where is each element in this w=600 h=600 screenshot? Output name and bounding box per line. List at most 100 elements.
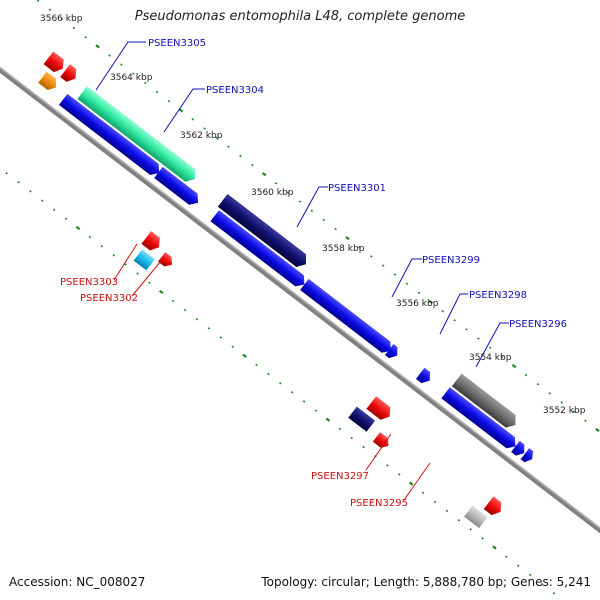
gene-labels-bottom: PSEEN3303 PSEEN3302 PSEEN3297 PSEEN3295 — [60, 277, 408, 509]
gene-arrow-blue-small — [520, 448, 534, 463]
tick-dot — [239, 154, 242, 158]
gene-arrow-navy — [217, 193, 307, 267]
tick-label: 3560 kbp — [251, 188, 294, 198]
gene-arrow-blue-small — [384, 344, 398, 359]
tick-dot — [477, 337, 480, 340]
tick-dot — [433, 500, 437, 504]
leader-pseen3296 — [475, 322, 509, 368]
tick-dot — [171, 299, 175, 303]
tick-dot — [334, 227, 337, 231]
gene-label-pseen3295: PSEEN3295 — [350, 498, 408, 509]
tick-dot — [453, 319, 456, 322]
tick-dot — [528, 573, 532, 577]
tick-dot — [584, 419, 587, 423]
gene-label-pseen3299: PSEEN3299 — [422, 255, 480, 266]
leader-pseen3304 — [163, 88, 205, 133]
leader-pseen3298 — [439, 293, 468, 335]
tick-dot — [314, 409, 318, 412]
tick-label: 3562 kbp — [180, 131, 223, 141]
gene-arrow-blue — [441, 387, 516, 449]
tick-dot — [469, 528, 472, 531]
tick-dot — [560, 401, 563, 404]
tick-dot — [231, 345, 234, 348]
tick-dot — [136, 272, 139, 275]
tick-dot — [500, 355, 504, 359]
gene-label-pseen3304: PSEEN3304 — [206, 85, 264, 96]
gene-label-pseen3296: PSEEN3296 — [509, 319, 567, 330]
tick-dot — [100, 244, 104, 248]
gene-arrow-blue-small — [415, 367, 431, 384]
tick-dot — [524, 373, 528, 377]
gene-label-pseen3305: PSEEN3305 — [148, 38, 206, 49]
tick-dot — [274, 182, 278, 185]
tick-dot — [279, 381, 282, 385]
gene-label-pseen3298: PSEEN3298 — [469, 290, 527, 301]
tick-dot — [290, 391, 294, 394]
tick-dot — [215, 136, 218, 139]
tick-dot — [261, 172, 267, 177]
tick-dot — [88, 235, 92, 239]
tick-dot — [548, 392, 552, 395]
tick-dot — [457, 518, 461, 522]
tick-dot — [370, 255, 373, 258]
tick-dot — [398, 473, 401, 476]
genome-backbone-highlight — [0, 30, 600, 568]
leader-pseen3295 — [403, 462, 431, 501]
tick-label: 3564 kbp — [110, 73, 153, 83]
tick-dot — [183, 308, 187, 312]
tick-dot — [195, 318, 199, 321]
tick-dot — [338, 427, 342, 431]
gene-arrow-red — [483, 496, 502, 516]
tick-dot — [505, 555, 508, 558]
tick-dot — [203, 127, 207, 130]
tick-dot — [64, 217, 68, 221]
tick-dot — [362, 445, 365, 449]
top-label-leaders — [95, 41, 509, 368]
tick-dot — [191, 118, 195, 121]
tick-dot — [298, 200, 302, 203]
tick-label: 3552 kbp — [543, 406, 586, 416]
gene-arrow-blue — [58, 93, 160, 175]
tick-dot — [29, 190, 32, 193]
tick-dot — [5, 171, 8, 175]
tick-dot — [286, 191, 290, 194]
tick-dot — [60, 17, 64, 21]
tick-dot — [207, 327, 211, 330]
tick-dot — [148, 281, 151, 285]
tick-dot — [302, 400, 306, 403]
tick-dot — [227, 145, 230, 149]
tick-dot — [310, 209, 314, 212]
leader-pseen3297 — [365, 433, 392, 471]
tick-dot — [41, 199, 44, 202]
tick-dot — [492, 545, 497, 550]
tick-dot — [465, 328, 468, 331]
tick-dot — [124, 263, 127, 266]
tick-dot — [143, 81, 147, 85]
tick-dot — [75, 225, 81, 231]
leader-pseen3301 — [296, 186, 328, 228]
tick-dot — [421, 491, 425, 495]
accession-text: Accession: NC_008027 — [9, 575, 146, 589]
gene-arrow-red — [372, 432, 389, 448]
tick-dot — [381, 264, 385, 267]
tick-dot — [72, 26, 76, 30]
genome-backbone — [0, 30, 600, 570]
gene-arrow-teal — [77, 86, 196, 182]
tick-dot — [358, 245, 361, 249]
gene-arrow-blue — [154, 166, 199, 205]
tick-dot — [536, 382, 540, 386]
gene-arrow-cyan — [133, 249, 155, 271]
tick-dot — [131, 72, 135, 76]
tick-dot — [393, 273, 397, 276]
tick-label: 3558 kbp — [322, 244, 365, 254]
gene-label-pseen3301: PSEEN3301 — [328, 183, 386, 194]
gene-arrow-orange — [38, 71, 57, 91]
leader-pseen3299 — [391, 258, 422, 298]
tick-dot — [267, 372, 270, 376]
tick-dot — [552, 591, 556, 595]
tick-dot — [242, 353, 247, 358]
tick-dot — [540, 582, 544, 586]
